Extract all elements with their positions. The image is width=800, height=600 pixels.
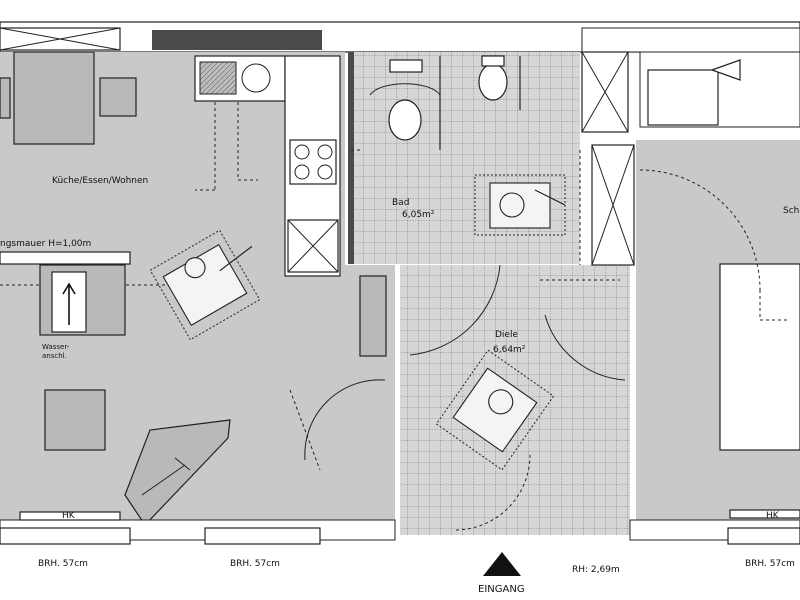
room-label-kitchen: Küche/Essen/Wohnen (52, 176, 148, 186)
wheelchair-user-hall (435, 349, 555, 471)
hk-label-right: HK (766, 511, 780, 521)
entrance-label: EINGANG (478, 584, 525, 595)
hk-label-left: HK (62, 511, 76, 521)
room-area-bath: 6,05m² (402, 210, 435, 220)
radiator-right (729, 509, 800, 519)
room-label-hall: Diele (495, 330, 518, 340)
water-label-1: Wasser- (42, 343, 70, 351)
arrow-up-icon (62, 282, 76, 325)
kitchen-living-room (0, 51, 396, 545)
top-wall (0, 21, 800, 53)
dimension-rh: RH: 2,69m (572, 565, 620, 575)
bathroom (348, 52, 581, 265)
half-wall (0, 251, 131, 265)
side-table (44, 389, 106, 451)
dining-table (13, 51, 95, 145)
water-label-2: anschl. (42, 352, 67, 360)
toilet-2 (478, 63, 508, 101)
chair (0, 77, 11, 119)
radiator-left (19, 511, 121, 521)
entrance-arrow-icon (483, 552, 521, 576)
wheelchair-user-bath (474, 174, 566, 236)
window-dark-band (152, 30, 322, 50)
wheelchair-user-kitchen (149, 229, 261, 341)
toilet-1 (388, 99, 422, 141)
room-label-bath: Bad (392, 198, 409, 208)
dimension-brh-1: BRH. 57cm (38, 559, 88, 569)
dimension-brh-2: BRH. 57cm (230, 559, 280, 569)
cooktop (289, 139, 337, 185)
bed (719, 263, 800, 451)
chair (99, 77, 137, 117)
hall (359, 264, 630, 535)
bedroom (581, 51, 800, 545)
room-label-bedroom: Schl (783, 206, 800, 216)
wall-height-label: ngsmauer H=1,00m (0, 239, 91, 249)
dimension-brh-3: BRH. 57cm (745, 559, 795, 569)
room-area-hall: 6,64m² (493, 345, 526, 355)
